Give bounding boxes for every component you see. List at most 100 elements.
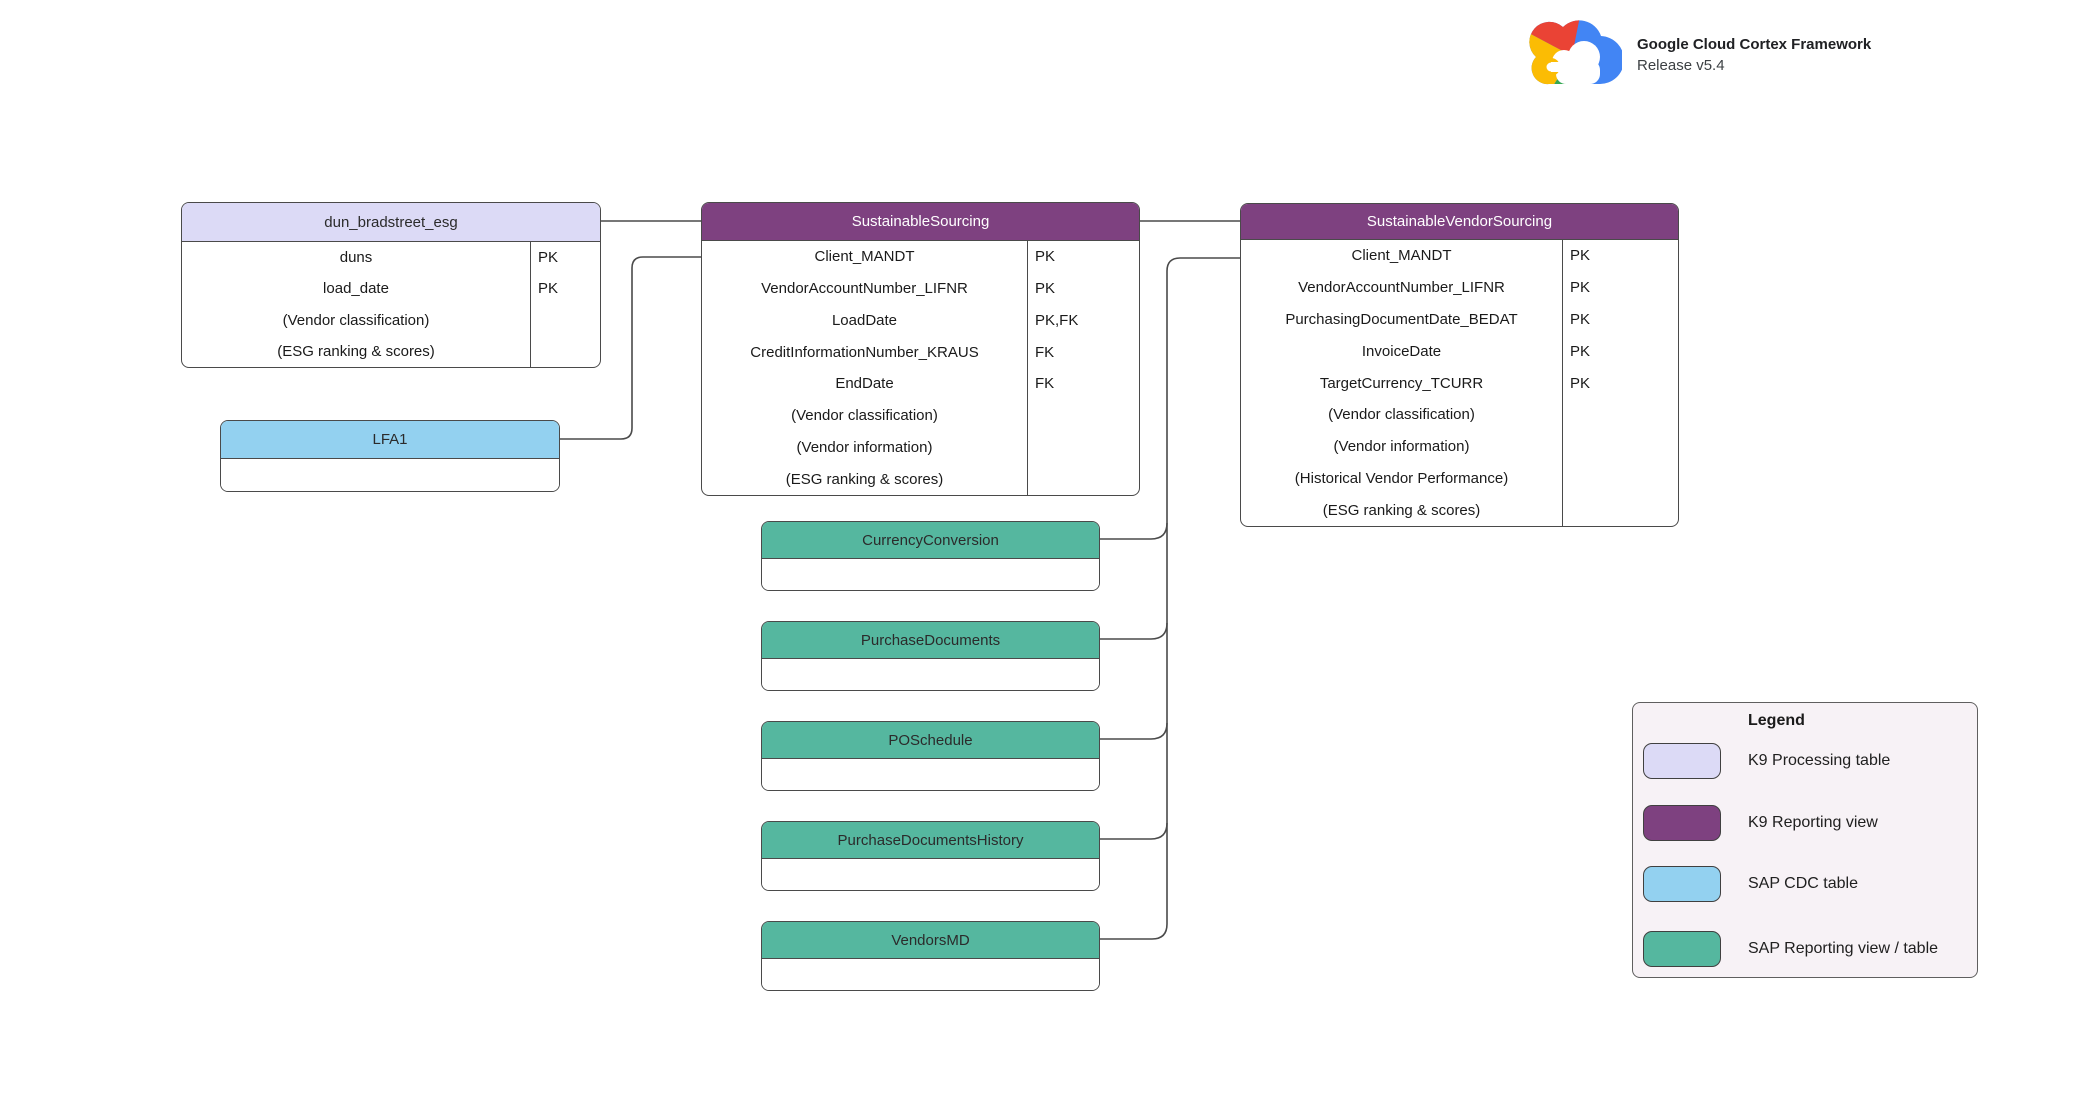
- brand-header: Google Cloud Cortex Framework Release v5…: [1637, 34, 1871, 76]
- legend-item-sap-cdc-table: SAP CDC table: [1633, 866, 1977, 902]
- table-title: PurchaseDocuments: [860, 631, 1001, 649]
- table-header: SustainableVendorSourcing: [1241, 204, 1678, 240]
- table-row: Client_MANDT PK: [702, 241, 1139, 273]
- table-title: dun_bradstreet_esg: [324, 213, 458, 231]
- connector-currencyconversion-to-trunk: [1100, 522, 1168, 540]
- key-cell: [1562, 494, 1678, 526]
- table-row: TargetCurrency_TCURR PK: [1241, 367, 1678, 399]
- table-row: InvoiceDate PK: [1241, 335, 1678, 368]
- table-row: (ESG ranking & scores): [182, 335, 600, 367]
- key-cell: [1027, 463, 1139, 495]
- google-cloud-logo-icon: [1529, 20, 1622, 85]
- field-name: EndDate: [835, 375, 894, 393]
- table-row: (ESG ranking & scores): [702, 463, 1139, 495]
- connector-purchasedocuments-to-trunk: [1100, 622, 1168, 640]
- table-title: LFA1: [372, 431, 408, 448]
- table-currency-conversion: CurrencyConversion: [761, 521, 1100, 591]
- legend-item-k9-processing-table: K9 Processing table: [1633, 743, 1977, 779]
- table-row: VendorAccountNumber_LIFNR PK: [1241, 271, 1678, 304]
- table-body-empty: [762, 959, 1099, 990]
- table-header: SustainableSourcing: [702, 203, 1139, 241]
- table-row: (Vendor information): [702, 431, 1139, 464]
- table-row: Client_MANDT PK: [1241, 240, 1678, 272]
- field-name: (Historical Vendor Performance): [1294, 469, 1509, 487]
- table-header: LFA1: [221, 421, 559, 459]
- table-rows: duns PK load_date PK (Vendor classificat…: [182, 242, 600, 367]
- table-body-empty: [221, 459, 559, 491]
- table-row: (Historical Vendor Performance): [1241, 462, 1678, 495]
- table-po-schedule: POSchedule: [761, 721, 1100, 791]
- field-name: LoadDate: [831, 311, 898, 329]
- legend-title: Legend: [1748, 712, 1805, 729]
- field-name: Client_MANDT: [814, 248, 915, 266]
- key-cell: PK: [530, 242, 600, 274]
- field-name: (Vendor classification): [1328, 406, 1475, 424]
- table-row: EndDate FK: [702, 368, 1139, 400]
- table-vendors-md: VendorsMD: [761, 921, 1100, 991]
- table-title: SustainableVendorSourcing: [1366, 213, 1553, 230]
- key-cell: FK: [1027, 336, 1139, 368]
- field-name: VendorAccountNumber_LIFNR: [761, 280, 968, 298]
- field-name: VendorAccountNumber_LIFNR: [1298, 279, 1505, 297]
- table-row: (Vendor information): [1241, 430, 1678, 463]
- table-body-empty: [762, 759, 1099, 790]
- table-body-empty: [762, 859, 1099, 890]
- table-purchase-documents: PurchaseDocuments: [761, 621, 1100, 691]
- brand-title: Google Cloud Cortex Framework: [1637, 36, 1872, 53]
- table-rows: Client_MANDT PK VendorAccountNumber_LIFN…: [702, 241, 1139, 495]
- connector-poschedule-to-trunk: [1100, 722, 1168, 740]
- table-rows: Client_MANDT PK VendorAccountNumber_LIFN…: [1241, 240, 1678, 526]
- key-cell: [1562, 462, 1678, 495]
- field-name: CreditInformationNumber_KRAUS: [750, 343, 979, 361]
- legend-label: K9 Reporting view: [1748, 814, 1878, 831]
- field-name: duns: [339, 249, 373, 267]
- table-header: CurrencyConversion: [762, 522, 1099, 559]
- table-title: POSchedule: [888, 731, 973, 749]
- table-row: VendorAccountNumber_LIFNR PK: [702, 272, 1139, 305]
- table-title: VendorsMD: [891, 931, 970, 949]
- field-name: (ESG ranking & scores): [277, 342, 435, 360]
- table-dun-bradstreet-esg: dun_bradstreet_esg duns PK load_date PK …: [181, 202, 601, 368]
- table-title: PurchaseDocumentsHistory: [837, 831, 1024, 849]
- key-cell: PK: [530, 273, 600, 305]
- table-row: duns PK: [182, 242, 600, 274]
- brand-release-version: Release v5.4: [1637, 57, 1725, 74]
- field-name: load_date: [323, 280, 389, 298]
- key-cell: PK: [1562, 271, 1678, 304]
- table-title: CurrencyConversion: [862, 531, 999, 549]
- field-name: (Vendor classification): [791, 407, 938, 425]
- key-cell: [530, 304, 600, 336]
- legend-swatch-sap-reporting-view-table: [1643, 931, 1721, 967]
- legend: Legend K9 Processing table K9 Reporting …: [1632, 702, 1978, 978]
- field-name: (Vendor classification): [282, 311, 430, 329]
- key-cell: [1027, 431, 1139, 464]
- table-header: PurchaseDocumentsHistory: [762, 822, 1099, 859]
- table-header: PurchaseDocuments: [762, 622, 1099, 659]
- legend-label: SAP Reporting view / table: [1748, 940, 1939, 957]
- table-header: POSchedule: [762, 722, 1099, 759]
- table-body-empty: [762, 559, 1099, 590]
- legend-swatch-sap-cdc-table: [1643, 866, 1721, 902]
- key-cell: PK: [1562, 240, 1678, 272]
- table-row: PurchasingDocumentDate_BEDAT PK: [1241, 303, 1678, 336]
- key-cell: PK,FK: [1027, 304, 1139, 337]
- field-name: (Vendor information): [796, 438, 933, 456]
- field-name: Client_MANDT: [1351, 247, 1452, 265]
- table-row: (Vendor classification): [1241, 398, 1678, 431]
- key-cell: PK: [1562, 367, 1678, 399]
- field-name: PurchasingDocumentDate_BEDAT: [1285, 310, 1518, 328]
- key-cell: [1027, 399, 1139, 432]
- table-row: CreditInformationNumber_KRAUS FK: [702, 336, 1139, 368]
- legend-swatch-k9-processing-table: [1643, 743, 1721, 779]
- key-cell: [1562, 430, 1678, 463]
- table-header: VendorsMD: [762, 922, 1099, 959]
- table-lfa1: LFA1: [220, 420, 560, 492]
- key-cell: PK: [1562, 335, 1678, 368]
- table-purchase-documents-history: PurchaseDocumentsHistory: [761, 821, 1100, 891]
- table-row: (Vendor classification): [182, 304, 600, 336]
- connector-purchasedocumentshistory-to-trunk: [1100, 822, 1168, 840]
- table-sustainable-sourcing: SustainableSourcing Client_MANDT PK Vend…: [701, 202, 1140, 496]
- field-name: (ESG ranking & scores): [1322, 501, 1481, 519]
- key-cell: PK: [1027, 241, 1139, 273]
